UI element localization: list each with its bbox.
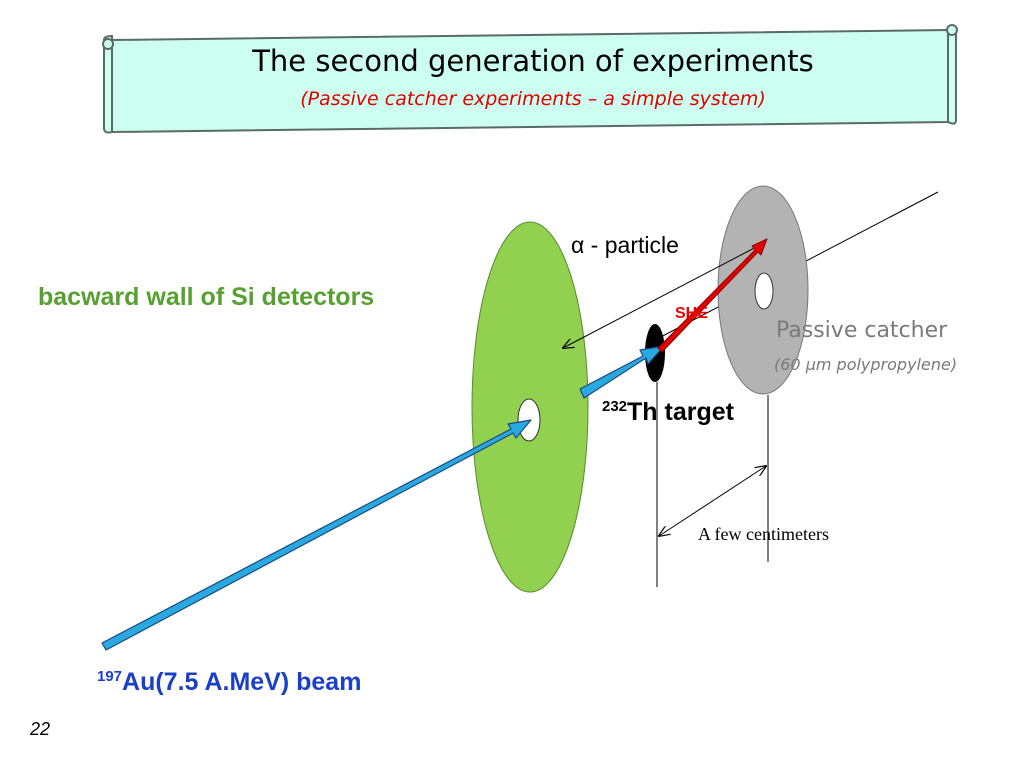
- she-arrow: [657, 238, 768, 353]
- catcher-material-label: (60 μm polypropylene): [774, 355, 958, 374]
- page-title: The second generation of experiments: [252, 44, 814, 78]
- beam-name: Au(7.5 A.MeV) beam: [122, 668, 362, 696]
- passive-catcher-label: Passive catcher: [776, 318, 948, 343]
- passive-catcher-disk: [717, 185, 809, 395]
- distance-arrow: [659, 466, 766, 536]
- title-banner: [102, 24, 958, 134]
- target-name: Th target: [627, 398, 734, 426]
- si-wall-label: bacward wall of Si detectors: [38, 283, 375, 311]
- alpha-particle-label: α - particle: [571, 232, 679, 258]
- page-subtitle: (Passive catcher experiments – a simple …: [300, 88, 766, 110]
- target-mass-number: 232: [602, 398, 628, 415]
- beam-arrow-to-target: [579, 345, 665, 399]
- target-label: 232Th target: [602, 398, 734, 427]
- slide-number: 22: [30, 719, 51, 739]
- catcher-hole: [754, 272, 774, 310]
- alpha-particle-arrow: [563, 243, 763, 348]
- beam-label: 197Au(7.5 A.MeV) beam: [97, 668, 361, 697]
- beam-arrow: [101, 419, 532, 651]
- distance-label: A few centimeters: [698, 524, 829, 544]
- si-detector-wall: [471, 221, 589, 593]
- she-label: SHE: [675, 305, 708, 322]
- beam-mass-number: 197: [97, 668, 123, 685]
